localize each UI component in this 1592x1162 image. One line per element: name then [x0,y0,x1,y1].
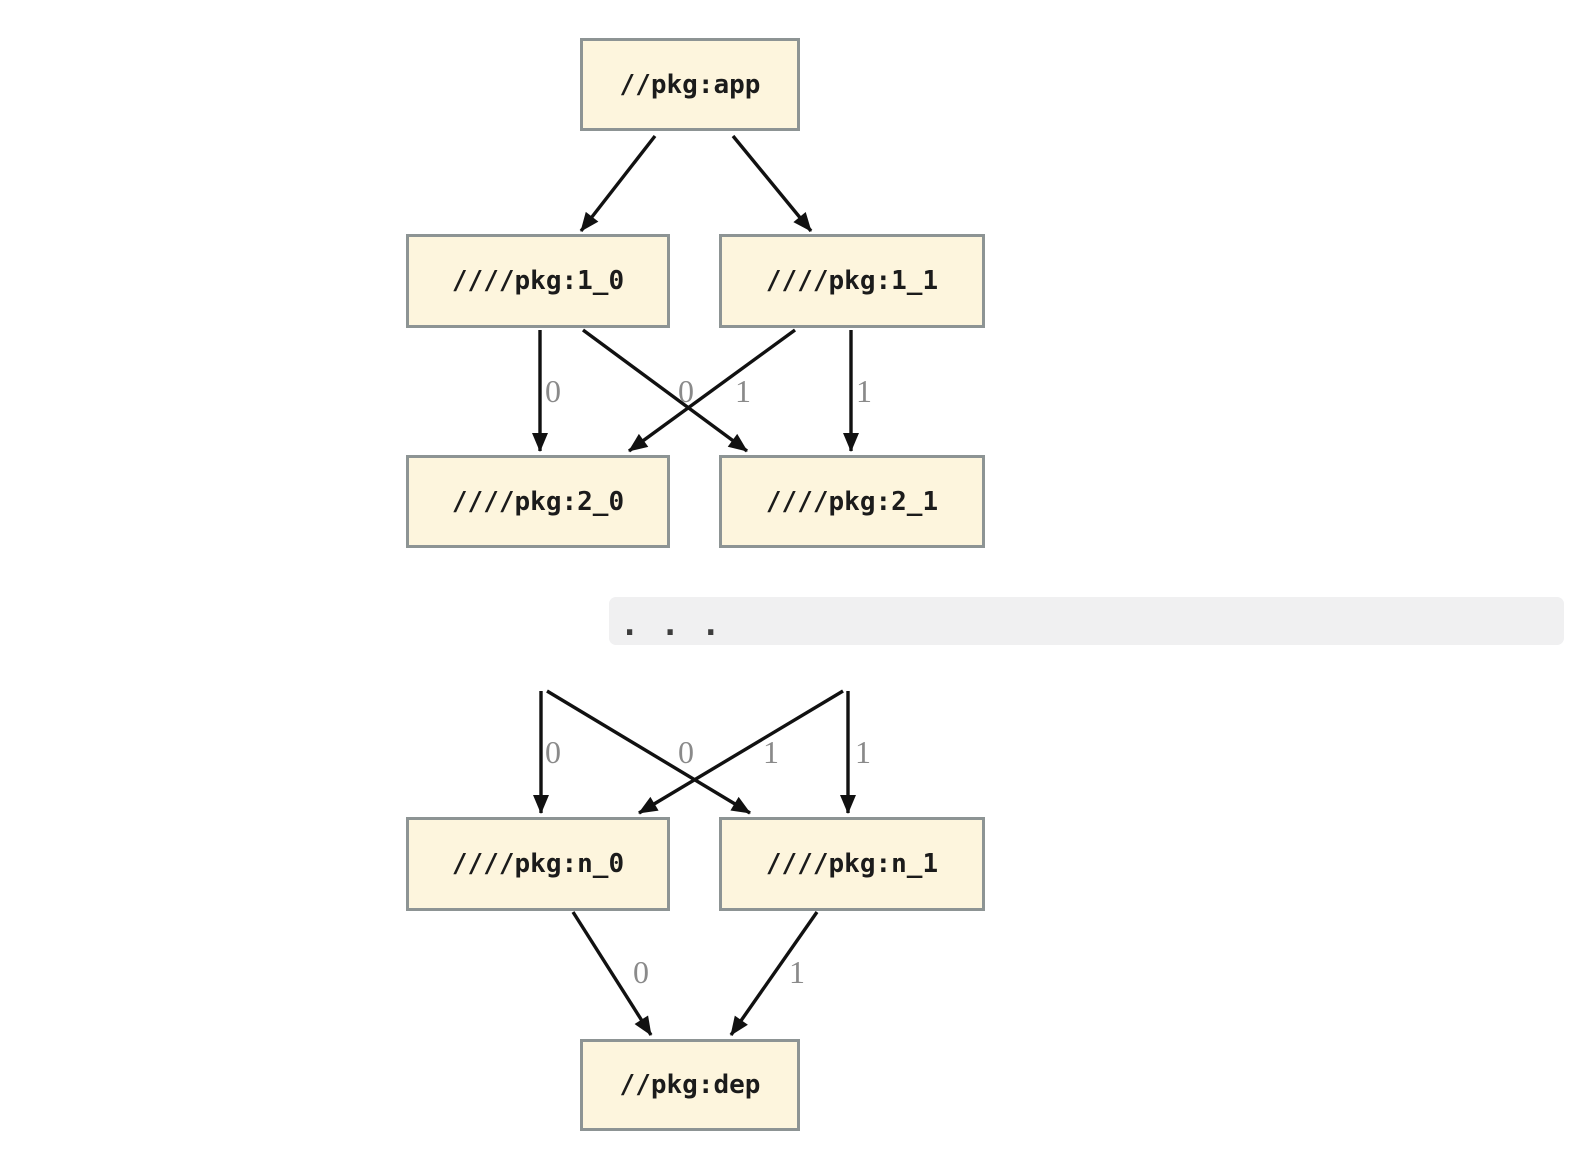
edge-n_1-to-dep [729,911,819,1036]
edge-label: 0 [678,734,694,770]
graph-node-1_0: ////pkg:1_0 [406,234,670,328]
ellipsis-dots: . . . [620,605,722,643]
edge-label: 0 [633,954,649,990]
graph-node-label: ////pkg:2_0 [451,486,625,517]
ellipsis-code-block: . . . [609,597,1564,645]
graph-node-label: ////pkg:2_1 [765,486,939,517]
edge-label: 1 [856,373,872,409]
edge-1_0-to-2_1 [581,328,749,453]
edge-n_0-to-dep [571,911,653,1036]
graph-node-n_0: ////pkg:n_0 [406,817,670,911]
graph-node-label: ////pkg:n_0 [451,849,625,879]
edge-label: 1 [735,373,751,409]
graph-node-2_0: ////pkg:2_0 [406,455,670,548]
graph-node-dep: //pkg:dep [580,1039,800,1131]
edge-label: 1 [763,734,779,770]
graph-node-1_1: ////pkg:1_1 [719,234,985,328]
edge-ellipsis-to-n_0-cross [638,689,844,815]
graph-node-2_1: ////pkg:2_1 [719,455,985,548]
edge-1_1-to-2_0 [627,328,797,453]
edge-app-to-1_1 [731,134,813,233]
edge-label: 0 [545,373,561,409]
edge-label: 1 [855,734,871,770]
graph-node-label: //pkg:app [619,69,761,100]
edge-ellipsis-to-n_1-cross [546,689,751,815]
edge-label: 0 [678,373,694,409]
graph-node-label: ////pkg:1_0 [451,266,625,296]
edge-label: 0 [545,734,561,770]
graph-node-label: ////pkg:1_1 [765,266,939,296]
graph-node-label: //pkg:dep [619,1070,761,1100]
graph-node-app: //pkg:app [580,38,800,131]
edge-app-to-1_0 [579,134,657,233]
graph-node-label: ////pkg:n_1 [765,849,939,879]
edge-label: 1 [789,954,805,990]
graph-node-n_1: ////pkg:n_1 [719,817,985,911]
